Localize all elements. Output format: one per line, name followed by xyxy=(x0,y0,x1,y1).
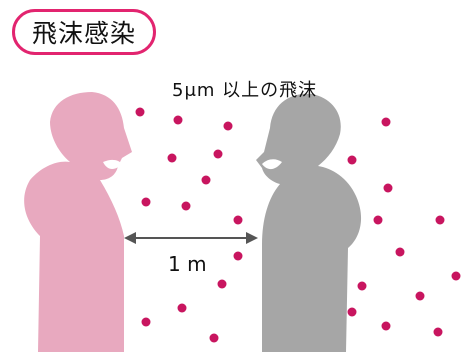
droplet xyxy=(381,321,391,331)
droplet xyxy=(233,215,243,225)
droplet xyxy=(209,333,219,343)
droplet xyxy=(141,317,151,327)
droplets xyxy=(135,107,461,343)
droplet xyxy=(201,175,211,185)
droplet xyxy=(213,149,223,159)
droplet-size-label: 5μm 以上の飛沫 xyxy=(172,80,318,101)
distance-label: 1 m xyxy=(168,252,207,276)
droplet xyxy=(381,117,391,127)
left-person-figure xyxy=(24,92,132,352)
droplet xyxy=(347,155,357,165)
right-person-figure xyxy=(256,93,362,352)
droplet xyxy=(223,121,233,131)
distance-arrow xyxy=(124,232,258,244)
droplet xyxy=(451,271,461,281)
droplet xyxy=(373,215,383,225)
droplet xyxy=(135,107,145,117)
droplet xyxy=(395,247,405,257)
left-person-mouth xyxy=(103,159,122,169)
droplet xyxy=(173,115,183,125)
title-badge: 飛沫感染 xyxy=(12,9,156,55)
droplet xyxy=(141,197,151,207)
droplet xyxy=(181,201,191,211)
droplet xyxy=(217,279,227,289)
droplet xyxy=(433,327,443,337)
droplet xyxy=(415,291,425,301)
title-text: 飛沫感染 xyxy=(31,19,136,48)
droplet xyxy=(167,153,177,163)
right-person-mouth xyxy=(262,159,282,170)
droplet xyxy=(233,251,243,261)
droplet xyxy=(177,303,187,313)
droplet xyxy=(357,281,367,291)
droplet xyxy=(347,307,357,317)
droplet xyxy=(435,215,445,225)
droplet xyxy=(383,183,393,193)
